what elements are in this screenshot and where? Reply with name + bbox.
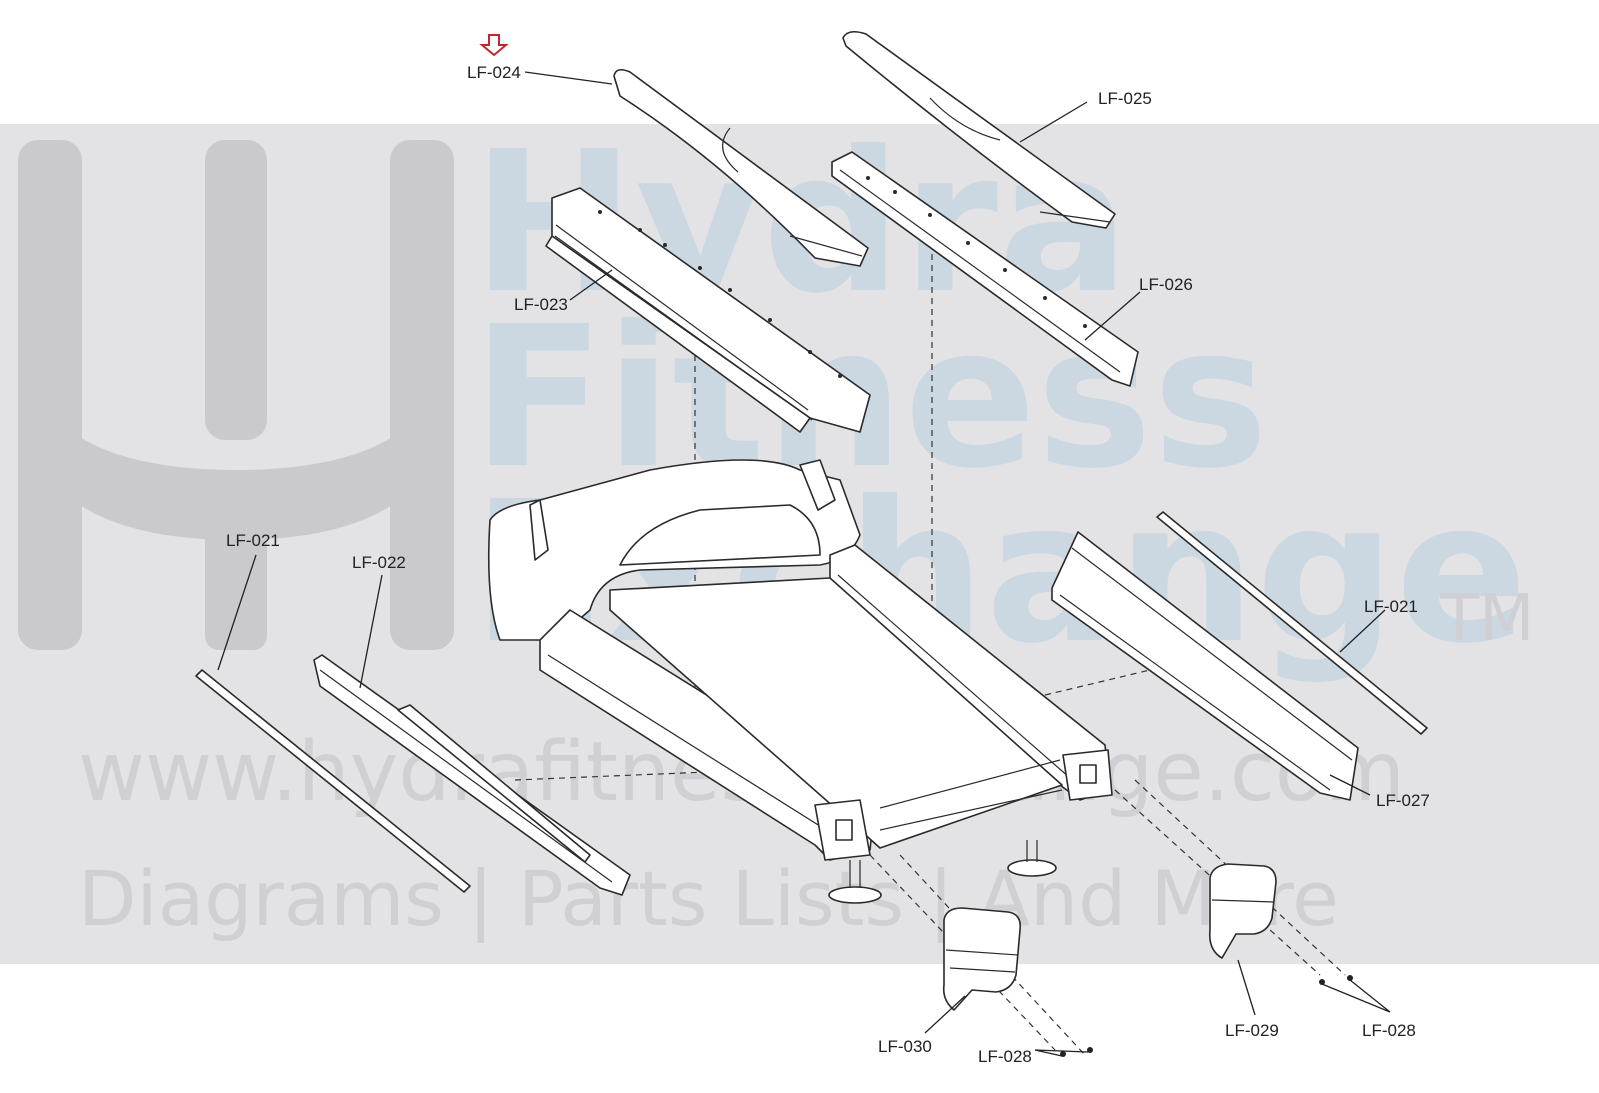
leader-lines	[217, 71, 1391, 1057]
part-lf-026	[831, 151, 1139, 387]
watermark-trademark: TM	[1439, 582, 1534, 656]
label-lf-026: LF-026	[1139, 275, 1193, 294]
part-lf-021-left	[195, 669, 471, 893]
watermark-tagline: Diagrams | Parts Lists | And More	[78, 854, 1339, 944]
highlight-arrow-icon	[479, 34, 509, 57]
label-lf-030: LF-030	[878, 1037, 932, 1056]
part-lf-022	[313, 654, 631, 896]
part-labels: LF-024 LF-025 LF-023 LF-026 LF-021 LF-02…	[226, 63, 1430, 1066]
treadmill-base	[487, 459, 1113, 904]
part-lf-030	[942, 907, 1022, 1011]
label-lf-029: LF-029	[1225, 1021, 1279, 1040]
part-lf-021-right	[1156, 511, 1428, 735]
label-lf-028-right: LF-028	[1362, 1021, 1416, 1040]
watermark-brand-line-2: Fitness	[472, 284, 1268, 511]
part-lf-029	[1208, 863, 1277, 959]
label-lf-021-left: LF-021	[226, 531, 280, 550]
label-lf-023: LF-023	[514, 295, 568, 314]
part-lf-027	[1051, 531, 1359, 801]
label-lf-022: LF-022	[352, 553, 406, 572]
brand-logo	[18, 140, 454, 650]
label-lf-025: LF-025	[1098, 89, 1152, 108]
part-lf-025	[842, 30, 1116, 229]
label-lf-024: LF-024	[467, 63, 521, 82]
part-lf-023	[545, 187, 871, 433]
label-lf-021-right: LF-021	[1364, 597, 1418, 616]
label-lf-027: LF-027	[1376, 791, 1430, 810]
label-lf-028-left: LF-028	[978, 1047, 1032, 1066]
part-lf-028-screws	[1060, 975, 1353, 1057]
part-lf-024	[613, 68, 869, 267]
